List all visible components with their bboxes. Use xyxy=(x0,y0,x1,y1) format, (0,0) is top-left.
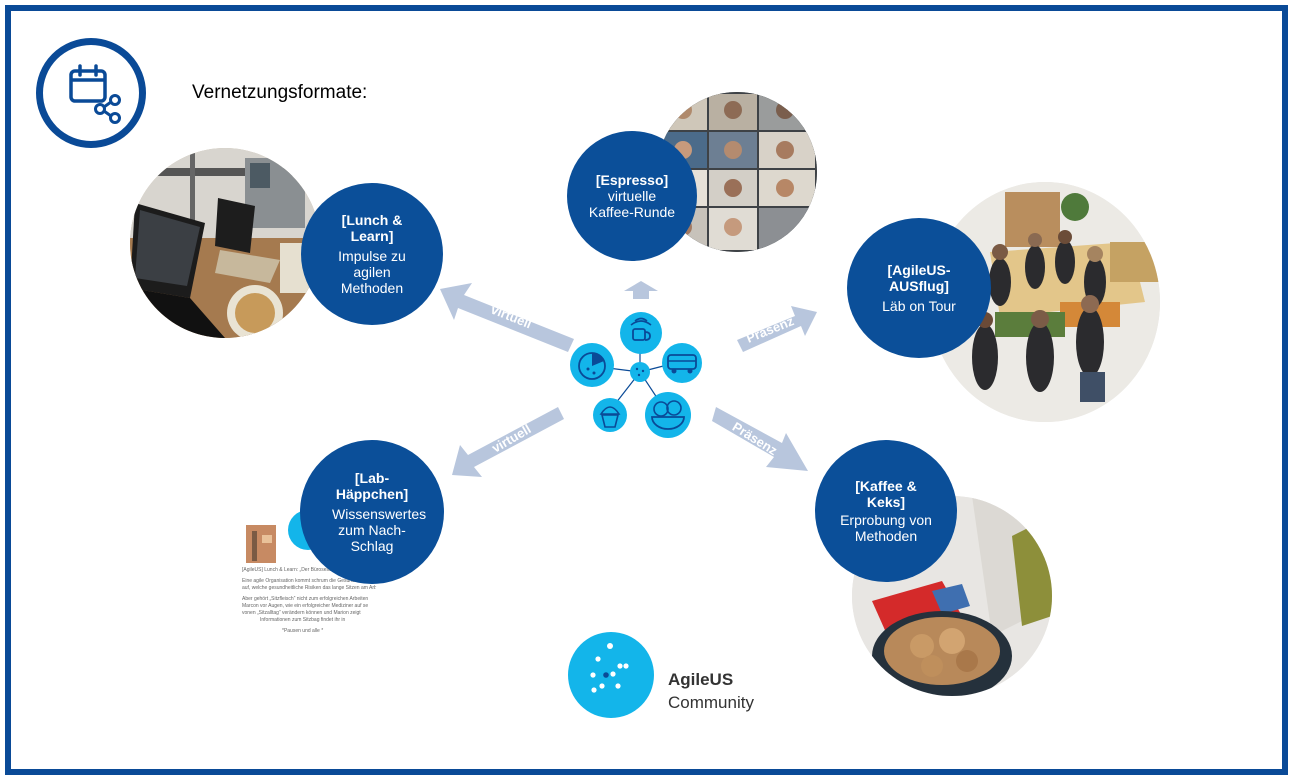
bubble-title: [Lunch & Learn] xyxy=(341,212,403,244)
doc-line: auf, welche gesundheitliche Risiken das … xyxy=(242,585,377,591)
doc-line: Marcon vor Augen, wie ein erfolgreicher … xyxy=(242,603,369,609)
bubble-desc: Erprobung von Methoden xyxy=(840,512,932,544)
bubble-desc: Impulse zu agilen Methoden xyxy=(338,248,406,296)
bubble-lab-haeppchen: [Lab-Häppchen] Wissenswertes zum Nach-Sc… xyxy=(300,440,444,584)
doc-line: *Pausen und alle * xyxy=(282,628,324,634)
cookie-bowl-icon xyxy=(645,392,691,438)
calendar-network-icon xyxy=(36,38,146,148)
center-icon-cluster xyxy=(570,312,702,438)
bubble-lunch-learn: [Lunch & Learn] Impulse zu agilen Method… xyxy=(301,183,443,325)
coffee-icon xyxy=(620,312,662,354)
lunch-photo xyxy=(130,148,320,338)
arrow-lower-left: virtuell xyxy=(450,405,565,480)
doc-line: vonen „Sitzalltag“ verändern können und … xyxy=(242,610,361,616)
page-title: Vernetzungsformate: xyxy=(192,82,368,103)
brand-name: AgileUS xyxy=(668,670,734,689)
bubble-title: [Kaffee & Keks] xyxy=(855,478,917,510)
bubble-desc: Wissenswertes zum Nach-Schlag xyxy=(332,506,427,554)
doc-line: Eine agile Organisation kommt schrum die… xyxy=(242,578,363,584)
bubble-desc: Läb on Tour xyxy=(882,298,956,314)
bubble-desc: virtuelle Kaffee-Runde xyxy=(588,188,676,220)
bubble-kaffee-keks: [Kaffee & Keks] Erprobung von Methoden xyxy=(815,440,957,582)
bubble-title: [Espresso] xyxy=(595,172,669,188)
pie-icon xyxy=(570,343,614,387)
bus-icon xyxy=(662,343,702,383)
doc-line: Informationen zum Sitzbag findet ihr in xyxy=(260,617,346,623)
bubble-ausflug: [AgileUS-AUSflug] Läb on Tour xyxy=(847,218,991,358)
bubble-title: [AgileUS-AUSflug] xyxy=(887,262,951,294)
arrow-lower-right: Präsenz xyxy=(712,405,812,475)
brand-sub: Community xyxy=(668,693,754,712)
cupcake-icon xyxy=(593,398,627,432)
bubble-espresso: [Espresso] virtuelle Kaffee-Runde xyxy=(567,131,697,261)
bubble-title: [Lab-Häppchen] xyxy=(335,470,409,502)
arrow-upper-right: Präsenz xyxy=(735,300,820,360)
doc-line: [AgileUS] Lunch & Learn: „Der Bürosessel… xyxy=(242,567,346,573)
doc-line: Aber gehört „Sitzfleisch“ nicht zum erfo… xyxy=(242,596,369,602)
agileus-logo xyxy=(568,632,654,718)
arrow-upper-left: virtuell xyxy=(438,283,578,353)
up-arrow xyxy=(624,281,658,299)
